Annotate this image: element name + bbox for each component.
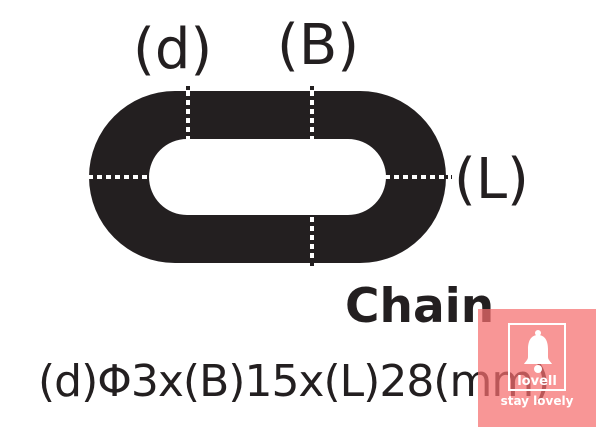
length-label: (L) — [454, 147, 529, 212]
watermark-tagline-text: stay lovely — [500, 394, 574, 408]
bell-icon — [524, 330, 552, 373]
chain-link-shape — [89, 91, 446, 263]
brand-watermark: lovell stay lovely — [478, 309, 596, 427]
width-label: (B) — [277, 13, 360, 78]
dimension-spec: (d)Φ3x(B)15x(L)28(mm) — [38, 356, 550, 407]
watermark-frame — [508, 323, 566, 391]
wire-diameter-label: (d) — [133, 17, 213, 82]
watermark-brand-text: lovell — [517, 374, 557, 389]
diagram-title: Chain — [345, 279, 495, 334]
